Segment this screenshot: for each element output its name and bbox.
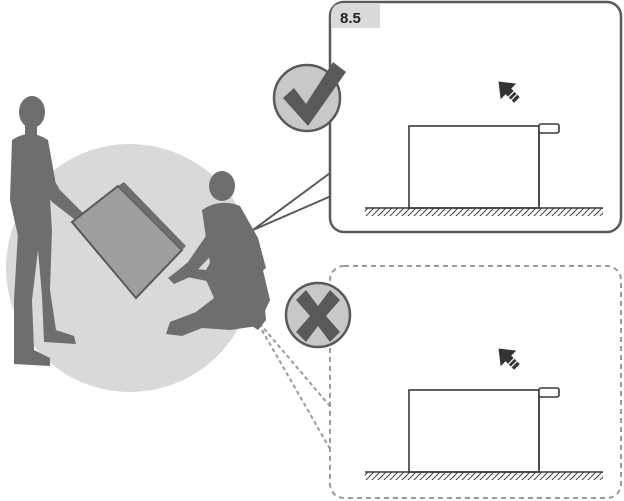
checkmark-icon <box>283 62 346 126</box>
incorrect-panel-frame <box>329 265 622 499</box>
cross-icon <box>296 290 340 342</box>
step-number-tab <box>331 3 380 28</box>
radiator-upright <box>408 123 560 209</box>
step-number: 8.5 <box>340 10 361 27</box>
crouching-person <box>166 171 270 336</box>
carried-radiator <box>70 182 186 300</box>
floor-hatching <box>365 208 603 216</box>
floor-hatching <box>365 472 603 480</box>
incorrect-badge <box>284 281 352 349</box>
standing-person <box>10 96 84 366</box>
lift-direction-arrow <box>498 81 520 103</box>
incorrect-panel <box>329 265 622 499</box>
correct-panel: 8.5 <box>328 0 623 234</box>
lift-direction-arrow <box>498 348 520 370</box>
radiator-upright <box>408 387 560 473</box>
correct-badge <box>272 62 346 133</box>
